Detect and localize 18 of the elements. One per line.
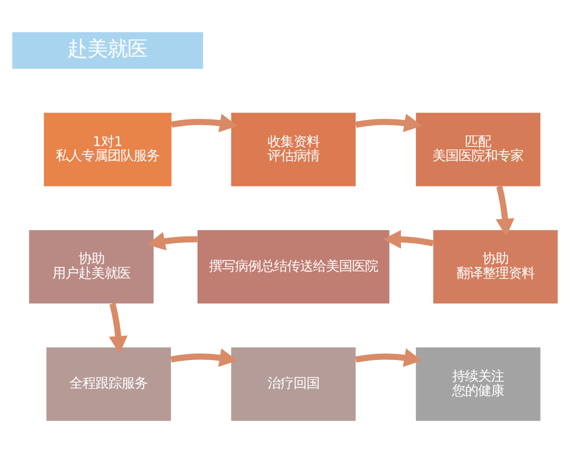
node-box: 1对1 私人专属团队服务 — [44, 112, 172, 186]
arrow — [108, 302, 128, 354]
arrow — [383, 229, 434, 248]
diagram-title: 赴美就医 — [68, 36, 148, 60]
arrow — [171, 113, 238, 132]
node-box: 撰写病例总结传送给美国医院 — [197, 230, 390, 304]
arrow — [355, 113, 422, 132]
node-box: 持续关注 您的健康 — [416, 346, 540, 420]
node-box: 收集资料 评估病情 — [231, 112, 356, 186]
node-box: 全程跟踪服务 — [46, 346, 171, 420]
arrow — [496, 185, 514, 236]
arrow — [355, 348, 422, 366]
node-box: 协助 用户赴美就医 — [29, 230, 154, 304]
arrow — [147, 232, 198, 250]
arrow — [170, 348, 238, 366]
node-box: 匹配 美国医院和专家 — [416, 112, 540, 186]
node-box: 协助 翻译整理资料 — [433, 230, 558, 304]
node-box: 治疗回国 — [231, 346, 356, 420]
